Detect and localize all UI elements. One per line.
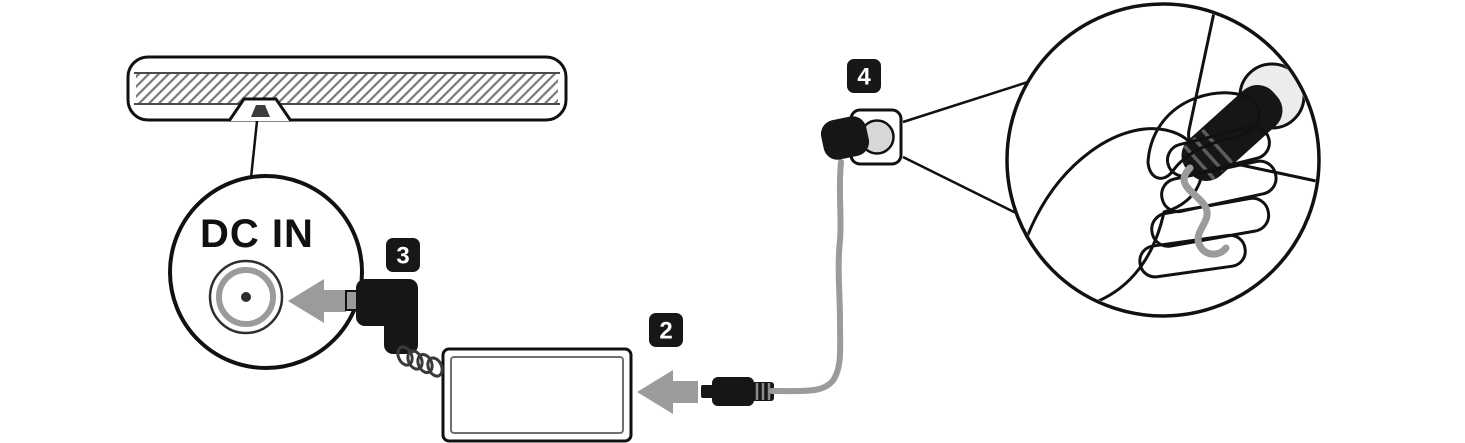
ac-cord-connector [701,377,774,406]
dc-port-inner-ring [216,267,276,327]
step-3-badge-number: 3 [396,243,409,270]
ac-connector-body [712,377,754,406]
dc-cord-coil [396,345,444,378]
finger [1166,125,1271,178]
closeup-outlet-plate [1187,6,1317,192]
step-3-badge-bg [386,238,420,272]
finger [1138,233,1247,279]
soundbar-grille [136,74,558,103]
closeup-cord [1180,164,1230,258]
dc-port-pin [241,292,251,302]
step-3-badge: 3 [386,238,420,272]
step-2-badge-number: 2 [659,318,672,345]
dc-in-label: DC IN [200,212,314,256]
dc-plug-elbow [384,301,418,354]
step-3-arrow-icon [288,279,346,323]
wall-plug [820,116,870,160]
ac-adapter-inner-line [450,356,624,434]
dc-in-jack [251,105,270,117]
dc-in-closeup: DC IN [168,174,364,370]
callout-leader-lines-right [902,80,1029,215]
dc-in-notch-outline [227,97,293,122]
step-2-badge-bg [649,313,683,347]
step-4-badge-number: 4 [857,64,871,91]
ac-connector-tip [701,385,714,398]
closeup-upper-socket [1264,6,1317,60]
soundbar-body [126,55,568,122]
soundbar [126,55,568,179]
ac-adapter [441,347,633,443]
finger [1160,159,1278,214]
ac-adapter-body [441,347,633,443]
power-cord [769,159,844,395]
outlet-closeup-circle [1005,2,1321,318]
step-2-badge: 2 [649,313,683,347]
outlet-closeup [1005,2,1321,318]
closeup-upper-socket-hole [1279,6,1317,45]
ac-connector-ridges [755,383,771,400]
dc-plug [345,279,444,378]
closeup-plug-ridges [1183,128,1234,180]
step-2-arrow-icon [637,370,698,414]
callout-leader-line-left [249,120,259,179]
step-4-badge: 4 [847,59,881,93]
hand-thumb [1146,91,1261,180]
step-4-badge-bg [847,59,881,93]
dc-in-closeup-circle [168,174,364,370]
